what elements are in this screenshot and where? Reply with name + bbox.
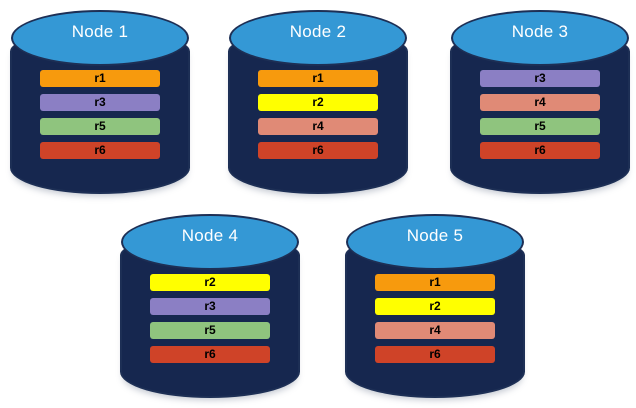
shard-bar[interactable]: r1 bbox=[258, 70, 378, 87]
node-2-cylinder-top bbox=[229, 10, 407, 66]
shard-bar[interactable]: r1 bbox=[375, 274, 495, 291]
node-4[interactable]: Node 4 r2 r3 r5 r6 bbox=[120, 212, 300, 398]
shard-bar[interactable]: r5 bbox=[150, 322, 270, 339]
node-5-cylinder-top bbox=[346, 214, 524, 270]
shard-bar[interactable]: r6 bbox=[258, 142, 378, 159]
shard-bar[interactable]: r6 bbox=[40, 142, 160, 159]
node-3-shard-list: r3 r4 r5 r6 bbox=[450, 70, 630, 159]
shard-bar[interactable]: r3 bbox=[150, 298, 270, 315]
node-1[interactable]: Node 1 r1 r3 r5 r6 bbox=[10, 8, 190, 194]
shard-bar[interactable]: r3 bbox=[480, 70, 600, 87]
node-3-cylinder-top bbox=[451, 10, 629, 66]
shard-bar[interactable]: r6 bbox=[150, 346, 270, 363]
shard-bar[interactable]: r2 bbox=[375, 298, 495, 315]
node-5[interactable]: Node 5 r1 r2 r4 r6 bbox=[345, 212, 525, 398]
node-3[interactable]: Node 3 r3 r4 r5 r6 bbox=[450, 8, 630, 194]
shard-bar[interactable]: r6 bbox=[375, 346, 495, 363]
node-1-shard-list: r1 r3 r5 r6 bbox=[10, 70, 190, 159]
shard-bar[interactable]: r6 bbox=[480, 142, 600, 159]
node-4-cylinder-top bbox=[121, 214, 299, 270]
node-2-shard-list: r1 r2 r4 r6 bbox=[228, 70, 408, 159]
node-4-shard-list: r2 r3 r5 r6 bbox=[120, 274, 300, 363]
node-2[interactable]: Node 2 r1 r2 r4 r6 bbox=[228, 8, 408, 194]
node-1-cylinder-top bbox=[11, 10, 189, 66]
shard-bar[interactable]: r4 bbox=[375, 322, 495, 339]
shard-bar[interactable]: r4 bbox=[258, 118, 378, 135]
shard-bar[interactable]: r3 bbox=[40, 94, 160, 111]
shard-bar[interactable]: r2 bbox=[150, 274, 270, 291]
shard-bar[interactable]: r5 bbox=[480, 118, 600, 135]
shard-bar[interactable]: r2 bbox=[258, 94, 378, 111]
shard-bar[interactable]: r5 bbox=[40, 118, 160, 135]
shard-bar[interactable]: r1 bbox=[40, 70, 160, 87]
node-5-shard-list: r1 r2 r4 r6 bbox=[345, 274, 525, 363]
shard-bar[interactable]: r4 bbox=[480, 94, 600, 111]
